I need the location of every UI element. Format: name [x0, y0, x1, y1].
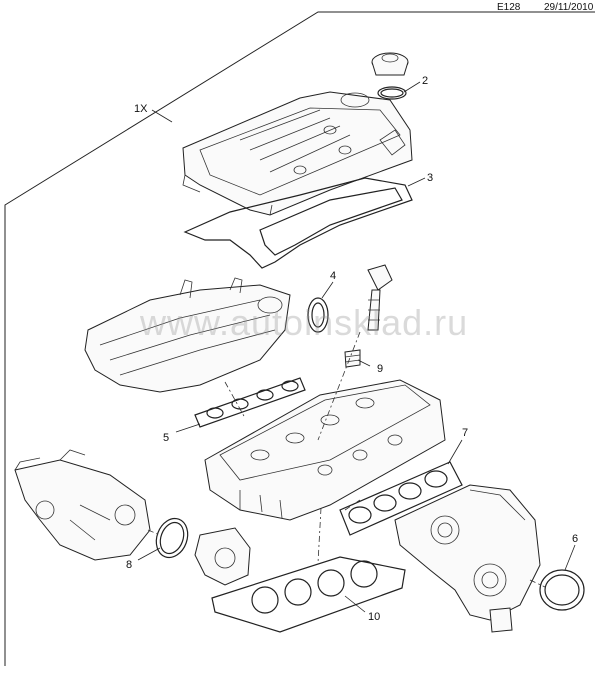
callout-6-leader: [564, 544, 576, 571]
axis-line: [529, 579, 546, 588]
cylinder-head-gasket[interactable]: [211, 556, 406, 633]
callout-7: 7: [462, 427, 468, 439]
callout-8-leader: [137, 547, 161, 561]
callout-5: 5: [163, 432, 169, 444]
exhaust-manifold-turbocharger[interactable]: [394, 484, 541, 633]
callout-10-leader: [344, 595, 366, 613]
intake-gasket-ring[interactable]: [307, 297, 329, 333]
callout-6: 6: [572, 533, 578, 545]
axis-line: [317, 507, 322, 564]
cylinder-head[interactable]: [204, 379, 446, 521]
oil-filler-cap[interactable]: [371, 52, 409, 76]
callout-3: 3: [427, 172, 433, 184]
valve-stem-seal[interactable]: [344, 349, 361, 368]
callout-5-leader: [175, 423, 201, 433]
axis-line: [317, 331, 361, 441]
watermark-text: www.autoinsklad.ru: [140, 302, 469, 343]
callout-2: 2: [422, 75, 428, 87]
callout-4: 4: [330, 270, 336, 282]
callout-9: 9: [377, 363, 383, 375]
callout-4-leader: [321, 281, 334, 299]
callout-1x-leader: [151, 109, 173, 123]
diagram-date: 29/11/2010: [544, 2, 594, 13]
callout-7-leader: [447, 439, 463, 465]
diagram-code: E128: [497, 2, 521, 13]
callout-3-leader: [407, 177, 426, 187]
turbo-gasket-ring[interactable]: [539, 569, 585, 611]
valve-cover[interactable]: [182, 91, 413, 216]
thermostat-housing[interactable]: [14, 449, 151, 561]
filler-cap-o-ring[interactable]: [377, 86, 407, 100]
valve-cover-gasket[interactable]: [183, 177, 413, 269]
injector-assembly[interactable]: [367, 264, 393, 331]
callout-1x: 1X: [134, 103, 148, 115]
exhaust-manifold-gasket[interactable]: [339, 461, 463, 536]
intake-manifold[interactable]: [84, 277, 291, 393]
callout-8: 8: [126, 559, 132, 571]
kit-boundary: [4, 11, 595, 666]
thermostat[interactable]: [194, 527, 251, 586]
axis-line: [344, 499, 361, 511]
thermostat-seal-ring[interactable]: [151, 514, 193, 562]
axis-line: [147, 529, 161, 536]
callout-9-leader: [357, 359, 371, 367]
callout-10: 10: [368, 611, 380, 623]
callout-2-leader: [403, 81, 421, 93]
